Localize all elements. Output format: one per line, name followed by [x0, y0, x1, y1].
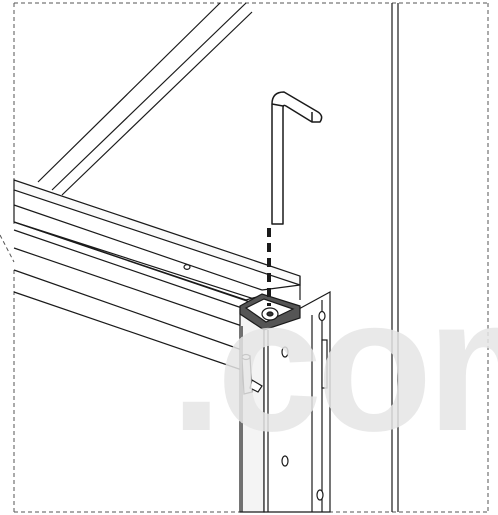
rail-hole	[183, 264, 191, 271]
post-hole	[316, 489, 324, 501]
vertical-rack-post	[239, 290, 331, 513]
post-hole	[318, 310, 326, 322]
allen-key-icon	[271, 91, 323, 225]
diagonal-brace	[37, 2, 253, 196]
post-slot	[321, 339, 328, 389]
rack-frame-top-rail	[13, 179, 301, 371]
hex-screw	[261, 307, 279, 321]
post-hole	[281, 346, 289, 358]
cabinet-side-panel	[391, 3, 399, 512]
locating-pin	[241, 353, 263, 395]
post-hole	[281, 455, 289, 467]
